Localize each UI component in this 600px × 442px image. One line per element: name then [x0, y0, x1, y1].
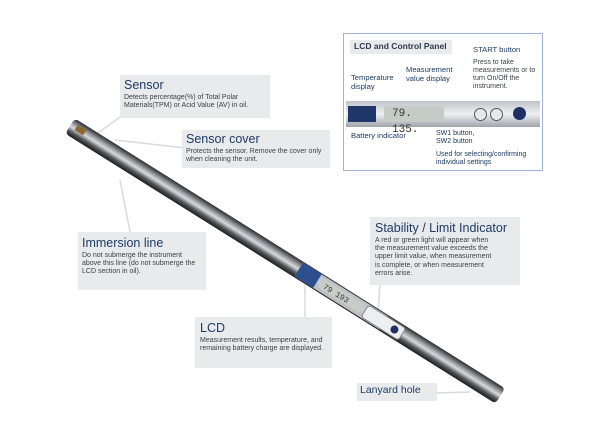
battery-indicator-label: Battery indicator	[351, 131, 406, 140]
sw-buttons-desc: Used for selecting/confirming individual…	[436, 151, 527, 166]
start-button-graphic	[390, 325, 399, 334]
label-title: Lanyard hole	[360, 384, 421, 396]
label-immersion-line: Immersion line Do not submerge the instr…	[78, 232, 206, 290]
label-desc: Protects the sensor. Remove the cover on…	[186, 148, 322, 164]
start-button[interactable]	[513, 107, 526, 120]
temperature-display-label: Temperature display	[351, 73, 394, 91]
label-title: Immersion line	[82, 236, 164, 250]
label-sensor-cover: Sensor cover Protects the sensor. Remove…	[182, 130, 330, 168]
lcd-control-panel: LCD and Control Panel Temperature displa…	[343, 33, 543, 171]
start-button-label: START button	[473, 45, 521, 54]
panel-strip: 79. 135.	[346, 101, 540, 136]
sw2-button[interactable]	[490, 108, 503, 121]
label-title: Sensor cover	[186, 132, 260, 146]
label-desc: Do not submerge the instrument above thi…	[82, 252, 196, 276]
label-desc: Detects percentage(%) of Total Polar Mat…	[124, 94, 249, 110]
label-title: Stability / Limit Indicator	[375, 221, 507, 235]
measurement-display-label: Measurement value display	[406, 65, 453, 83]
sw1-button[interactable]	[474, 108, 487, 121]
label-title: LCD	[200, 321, 226, 335]
label-lcd: LCD Measurement results, temperature, an…	[195, 317, 332, 368]
sw-buttons-label: SW1 button, SW2 button	[436, 130, 475, 145]
panel-title: LCD and Control Panel	[350, 40, 452, 54]
label-stability-indicator: Stability / Limit Indicator A red or gre…	[370, 217, 520, 285]
label-sensor: Sensor Detects percentage(%) of Total Po…	[120, 75, 270, 118]
label-desc: Measurement results, temperature, and re…	[200, 337, 323, 353]
label-desc: A red or green light will appear when th…	[375, 237, 492, 277]
label-title: Sensor	[124, 78, 164, 92]
label-lanyard-hole: Lanyard hole	[357, 383, 437, 401]
start-button-desc: Press to take measurements or to turn On…	[473, 59, 536, 90]
leader-lines	[94, 109, 471, 394]
lcd-display: 79. 135.	[384, 106, 444, 136]
